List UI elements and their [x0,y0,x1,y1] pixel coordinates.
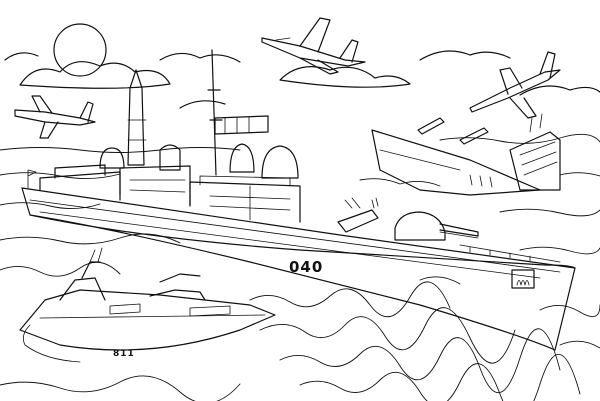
sea-waves [0,133,600,401]
patrol-boat [19,247,276,363]
fighter-jet-right [469,51,561,119]
sun [53,23,107,77]
destroyer-ship [21,49,576,351]
fighter-jet-left [14,95,96,139]
missiles [371,117,489,209]
ship-hull-number: 040 [289,258,324,276]
sinking-ship [359,113,561,196]
fighter-jet-top [261,17,366,75]
boat-hull-number: 811 [113,349,135,359]
